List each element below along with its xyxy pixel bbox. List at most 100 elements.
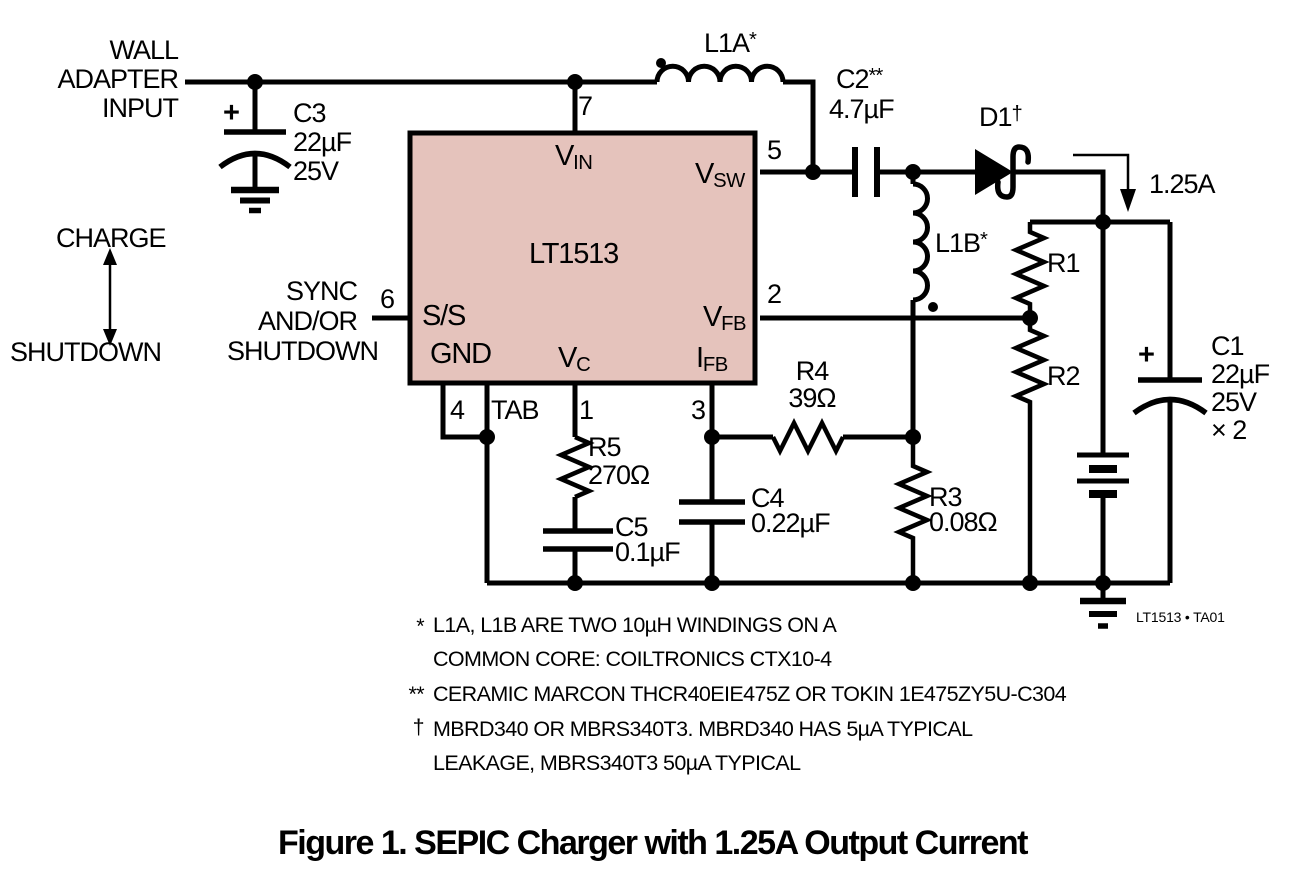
junction-dot	[1022, 310, 1038, 326]
c3-ref: C3	[293, 98, 327, 128]
sync-shutdown-label: SYNC AND/OR SHUTDOWN	[227, 276, 379, 366]
capacitor-c3	[218, 129, 292, 170]
diode-schottky-bar	[994, 144, 1032, 200]
r4-ref: R4	[795, 356, 830, 386]
r2-label: R2	[1047, 361, 1081, 391]
c2-ref-label: C2**	[836, 64, 884, 97]
l1b-footnote-marker: *	[980, 228, 988, 251]
pin-sub: C	[576, 354, 591, 377]
figure-tag: LT1513 • TA01	[1136, 609, 1225, 625]
note-line: MBRD340 OR MBRS340T3. MBRD340 HAS 5µA TY…	[433, 717, 973, 741]
note-line: L1A, L1B ARE TWO 10µH WINDINGS ON A	[433, 613, 837, 637]
capacitor-c1	[1132, 377, 1208, 416]
junction-dot	[1095, 575, 1111, 591]
note-marker-2: **	[408, 682, 424, 706]
d1-ref: D1	[979, 102, 1013, 132]
c5-label: C5 0.1µF	[615, 512, 681, 567]
pin-base: V	[703, 301, 722, 333]
figure-caption: Figure 1. SEPIC Charger with 1.25A Outpu…	[278, 824, 1028, 862]
mode-arrow-head-up	[103, 248, 117, 265]
c4-ref: C4	[751, 483, 785, 513]
inductor-l1b	[912, 181, 930, 303]
junction-dot	[704, 575, 720, 591]
output-current-label: 1.25A	[1149, 169, 1216, 199]
c3-polarity-plus: +	[223, 97, 240, 129]
l1b-label: L1B*	[935, 228, 988, 261]
ic-part-number: LT1513	[529, 238, 619, 270]
c1-ref: C1	[1211, 331, 1245, 361]
wall-adapter-line: WALL	[109, 35, 179, 65]
ic-body	[407, 130, 758, 386]
mode-arrow-head-down	[103, 329, 117, 346]
junction-dot	[704, 429, 720, 445]
c5-ref: C5	[615, 512, 649, 542]
c4-label: C4 0.22µF	[751, 483, 831, 537]
c3-plate-curved	[218, 150, 292, 170]
r1-label: R1	[1047, 248, 1081, 278]
note-line: LEAKAGE, MBRS340T3 50µA TYPICAL	[433, 751, 801, 775]
pin-number-7: 7	[578, 91, 593, 121]
r5-ref: R5	[588, 432, 622, 462]
junction-dot	[805, 164, 821, 180]
ground-output	[1080, 597, 1126, 629]
l1a-ref: L1A	[704, 28, 750, 58]
note-marker-3: †	[412, 715, 425, 739]
pin-number-3: 3	[691, 395, 706, 425]
c5-value: 0.1µF	[615, 537, 681, 567]
pin-sub: SW	[713, 170, 745, 193]
c1-qty: × 2	[1211, 415, 1247, 445]
note-line: COMMON CORE: COILTRONICS CTX10-4	[433, 647, 832, 671]
r3-ref: R3	[929, 482, 963, 512]
c3-label: C3 22µF 25V	[293, 98, 352, 186]
ic-pin-vfb-label: VFB	[703, 301, 747, 335]
l1a-label: L1A*	[704, 28, 757, 61]
r4-value: 39Ω	[788, 383, 836, 413]
c1-polarity-plus: +	[1138, 339, 1155, 371]
r4-label: R4 39Ω	[780, 358, 844, 412]
charge-shutdown-arrow	[103, 248, 117, 346]
arrow-head	[1120, 189, 1136, 212]
sync-line: SYNC	[285, 276, 358, 306]
capacitor-c5	[543, 528, 613, 552]
c2-footnote-marker: **	[868, 64, 884, 87]
wire-d1-out	[1013, 169, 1106, 222]
junction-dot	[1022, 575, 1038, 591]
junction-dot	[567, 74, 583, 90]
ic-pin-vc-label: VC	[558, 342, 591, 377]
wall-adapter-label: WALL ADAPTER INPUT	[48, 35, 179, 123]
resistors	[555, 222, 1050, 583]
junction-dot	[247, 74, 263, 90]
resistor-r2	[1010, 318, 1050, 583]
sync-line: AND/OR	[257, 306, 358, 336]
junction-dots	[247, 74, 1111, 591]
pin-number-1: 1	[579, 395, 594, 425]
l1b-ref: L1B	[935, 228, 981, 258]
d1-footnote-marker: †	[1011, 102, 1023, 125]
junction-dot	[905, 164, 921, 180]
ic-pin-gnd-label: GND	[430, 338, 492, 370]
ic-pin-vin-label: VIN	[555, 141, 593, 175]
pin-number-2: 2	[767, 279, 782, 309]
diode-triangle	[975, 149, 1013, 195]
c2-ref: C2	[836, 64, 870, 94]
pin-base: I	[696, 342, 704, 374]
wall-adapter-line: INPUT	[102, 93, 179, 123]
c1-rating: 25V	[1211, 387, 1257, 417]
r5-label: R5 270Ω	[588, 432, 650, 490]
pin-sub: IN	[573, 152, 593, 175]
r3-value: 0.08Ω	[929, 507, 998, 537]
charge-label: CHARGE	[56, 223, 167, 253]
inductors	[654, 58, 938, 312]
r5-value: 270Ω	[588, 460, 650, 490]
junction-dot	[905, 575, 921, 591]
pin-base: V	[558, 342, 577, 374]
d1-label: D1†	[979, 102, 1023, 135]
shutdown-label: SHUTDOWN	[10, 337, 162, 367]
c1-label: C1 22µF 25V × 2	[1211, 331, 1270, 445]
resistor-r4	[770, 417, 846, 457]
c3-value: 22µF	[293, 127, 352, 157]
l1b-phase-dot	[928, 302, 938, 312]
pin-sub: FB	[702, 354, 728, 377]
sync-line: SHUTDOWN	[227, 336, 379, 366]
l1a-footnote-marker: *	[749, 28, 757, 51]
